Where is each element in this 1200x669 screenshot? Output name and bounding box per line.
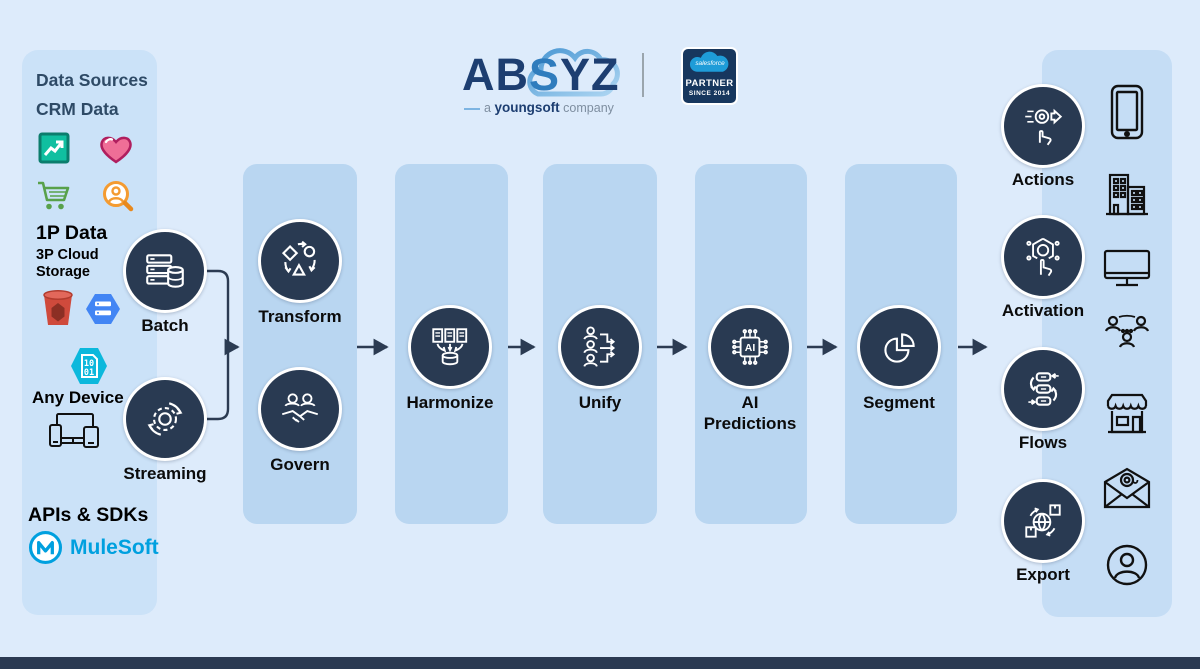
- desktop-icon: [1103, 248, 1151, 293]
- cloud-icon: [527, 48, 620, 97]
- activation-icon: [1026, 237, 1060, 277]
- google-cloud-icon: [84, 292, 122, 331]
- store-icon: [1103, 392, 1151, 441]
- mulesoft-logo: MuleSoft: [28, 530, 159, 565]
- mulesoft-m-icon: [28, 530, 63, 565]
- govern-label: Govern: [270, 455, 330, 474]
- streaming-icon: [147, 402, 183, 436]
- harmonize-icon: [432, 328, 468, 366]
- unify-label: Unify: [578, 393, 622, 412]
- transform-node: [258, 219, 342, 303]
- activation-label: Activation: [1001, 301, 1085, 320]
- harmonize-node: [408, 305, 492, 389]
- header-divider: [642, 53, 644, 97]
- analytics-icon: [38, 132, 70, 169]
- actions-node: [1001, 84, 1085, 168]
- salesforce-partner-badge: salesforce PARTNER SINCE 2014: [681, 47, 738, 105]
- cart-icon: [36, 179, 72, 217]
- batch-streaming-bracket: [203, 269, 230, 421]
- building-icon: [1103, 172, 1151, 223]
- absyz-logo: ABSYZ a youngsoft company: [462, 48, 642, 115]
- batch-icon: [146, 254, 184, 288]
- govern-node: [258, 367, 342, 451]
- apis-sdks-label: APIs & SDKs: [28, 504, 149, 526]
- harmonize-label: Harmonize: [406, 393, 494, 412]
- mulesoft-label: MuleSoft: [70, 535, 159, 559]
- ai-chip-icon: AI: [732, 329, 768, 365]
- audience-icon: [1103, 312, 1151, 357]
- transform-icon: [281, 240, 316, 276]
- 3p-cloud-storage-label: 3P Cloud Storage: [36, 247, 99, 280]
- unify-icon: [583, 326, 616, 367]
- svg-text:10: 10: [84, 359, 94, 369]
- svg-text:salesforce: salesforce: [695, 60, 725, 67]
- smartphone-icon: [1109, 84, 1145, 145]
- export-icon: [1025, 504, 1061, 538]
- aws-s3-icon: [40, 288, 76, 335]
- crm-data-title: CRM Data: [36, 99, 119, 119]
- streaming-label: Streaming: [123, 464, 207, 483]
- flows-icon: [1028, 372, 1059, 406]
- devices-icon: [48, 412, 100, 457]
- ai-predictions-node: AI: [708, 305, 792, 389]
- flows-node: [1001, 347, 1085, 431]
- actions-icon: [1025, 108, 1063, 146]
- user-search-icon: [101, 180, 134, 218]
- svg-text:01: 01: [84, 368, 94, 378]
- data-sources-title: Data Sources: [36, 70, 148, 90]
- activation-node: [1001, 215, 1085, 299]
- footer-bar: [0, 657, 1200, 669]
- heart-icon: [98, 133, 134, 171]
- segment-pie-icon: [884, 333, 915, 363]
- govern-icon: [281, 393, 319, 423]
- badge-partner-label: PARTNER: [685, 78, 734, 89]
- transform-label: Transform: [258, 307, 342, 326]
- actions-label: Actions: [1011, 170, 1075, 189]
- export-node: [1001, 479, 1085, 563]
- brand-name: ABSYZ: [462, 49, 620, 100]
- user-icon: [1106, 544, 1148, 591]
- salesforce-cloud-icon: salesforce: [689, 51, 728, 72]
- data-hex-icon: 10 01: [68, 344, 110, 393]
- ai-predictions-label: AI Predictions: [703, 393, 797, 434]
- brand-tagline: a youngsoft company: [464, 100, 614, 115]
- email-at-icon: [1103, 466, 1151, 515]
- batch-label: Batch: [141, 316, 189, 335]
- flows-label: Flows: [1018, 433, 1068, 452]
- svg-text:AI: AI: [745, 343, 756, 354]
- any-device-label: Any Device: [32, 388, 124, 407]
- export-label: Export: [1016, 565, 1070, 584]
- unify-node: [558, 305, 642, 389]
- streaming-node: [123, 377, 207, 461]
- batch-node: [123, 229, 207, 313]
- 1p-data-label: 1P Data: [36, 222, 108, 244]
- badge-since-label: SINCE 2014: [688, 90, 731, 97]
- segment-node: [857, 305, 941, 389]
- segment-label: Segment: [863, 393, 935, 412]
